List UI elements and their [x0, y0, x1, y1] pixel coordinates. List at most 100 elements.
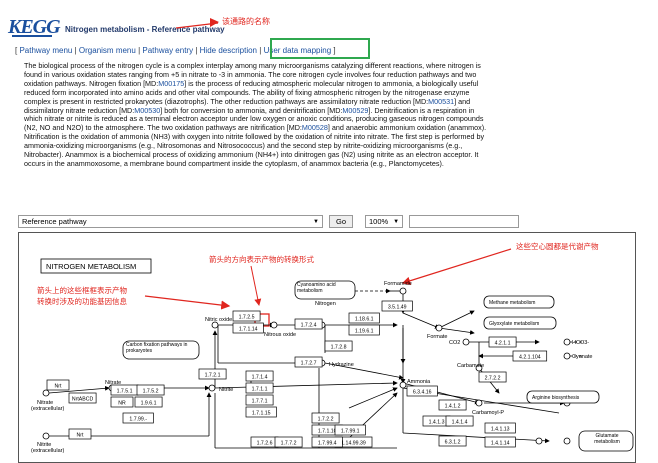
compound-node[interactable] [563, 352, 571, 360]
pathway-box-methane[interactable] [483, 295, 555, 309]
enzyme-box[interactable] [445, 415, 474, 427]
enzyme-box[interactable] [438, 435, 467, 447]
compound-carbamoyl-p[interactable]: Carbamoyl-P [472, 410, 504, 416]
compound-node[interactable] [475, 364, 483, 372]
compound-node[interactable] [270, 321, 278, 329]
enzyme-box[interactable] [311, 412, 340, 424]
compound-node[interactable] [563, 437, 571, 445]
zoom-select[interactable]: 100% ▼ [365, 215, 404, 228]
compound-node[interactable] [42, 389, 50, 397]
compound-nitrate[interactable]: Nitrate [105, 380, 121, 386]
enzyme-box[interactable] [348, 312, 380, 324]
compound-nitrous-oxide[interactable]: Nitrous oxide [264, 332, 296, 338]
nav-pathway-entry[interactable]: Pathway entry [142, 46, 194, 55]
enzyme-box[interactable] [134, 396, 163, 408]
compound-node[interactable] [42, 432, 50, 440]
enzyme-box[interactable] [245, 370, 274, 382]
enzyme-box[interactable] [232, 310, 261, 322]
enzyme-label: 2.7.2.2 [485, 375, 501, 381]
nav-hide-description[interactable]: Hide description [199, 46, 258, 55]
enzyme-box[interactable] [136, 384, 165, 396]
compound-cyanate[interactable]: Cyanate [572, 354, 593, 360]
enzyme-box[interactable] [68, 428, 92, 440]
pathway-box-cyanoamino[interactable] [294, 280, 356, 300]
enzyme-label: 1.7.2.8 [331, 344, 347, 350]
enzyme-box[interactable] [406, 385, 438, 397]
compound-ammonia[interactable]: Ammonia [407, 379, 431, 385]
enzyme-box[interactable] [484, 422, 516, 434]
enzyme-label: NR [118, 400, 126, 406]
compound-node[interactable] [211, 321, 219, 329]
enzyme-box[interactable] [334, 424, 366, 436]
enzyme-box[interactable] [68, 392, 97, 404]
enzyme-box[interactable] [438, 399, 467, 411]
enzyme-label: 1.7.99.4 [318, 440, 337, 446]
pathway-box-glutamate[interactable] [578, 430, 634, 452]
enzyme-box[interactable] [484, 436, 516, 448]
compound-hydrazine[interactable]: Hydrazine [329, 362, 354, 368]
compound-node[interactable] [475, 399, 483, 407]
compound-node[interactable] [399, 381, 407, 389]
compound-nitrogen[interactable]: Nitrogen [315, 301, 336, 307]
compound-node[interactable] [399, 287, 407, 295]
enzyme-box[interactable] [324, 340, 353, 352]
module-link[interactable]: M00528 [301, 123, 328, 133]
enzyme-label: 1.9.6.1 [141, 400, 157, 406]
description-text: [MD: [119, 105, 135, 115]
map-select[interactable]: Reference pathway ▼ [18, 215, 323, 228]
nav-sep: | [259, 46, 264, 55]
module-link[interactable]: M00529 [342, 105, 369, 115]
enzyme-label: 1.4.1.2 [445, 403, 461, 409]
module-link[interactable]: M00531 [428, 96, 455, 106]
enzyme-box[interactable] [294, 356, 323, 368]
enzyme-box[interactable] [381, 300, 413, 312]
nav-user-data-mapping[interactable]: User data mapping [263, 46, 332, 55]
enzyme-box[interactable] [245, 394, 274, 406]
compound-formate[interactable]: Formate [427, 334, 447, 340]
enzyme-box[interactable] [110, 396, 134, 408]
enzyme-box[interactable] [46, 379, 70, 391]
nav-organism-menu[interactable]: Organism menu [78, 46, 136, 55]
enzyme-box[interactable] [232, 322, 264, 334]
description-text: [MD: [143, 78, 159, 88]
compound-carbamate[interactable]: Carbamate [457, 363, 484, 369]
enzyme-box[interactable] [122, 412, 154, 424]
compound-hco3[interactable]: HCO3- [572, 340, 589, 346]
module-link[interactable]: M00530 [134, 105, 161, 115]
enzyme-box[interactable] [198, 368, 227, 380]
nav-pathway-menu[interactable]: Pathway menu [19, 46, 73, 55]
compound-extracellular: (extracellular) [31, 448, 64, 454]
compound-nitrite-ext[interactable]: Nitrite [37, 442, 51, 448]
enzyme-box[interactable] [478, 371, 507, 383]
enzyme-box[interactable] [274, 436, 303, 448]
compound-nitrite[interactable]: Nitrite [219, 387, 233, 393]
enzyme-box[interactable] [488, 336, 517, 348]
compound-node[interactable] [462, 338, 470, 346]
module-link[interactable]: M00175 [158, 78, 185, 88]
go-button[interactable]: Go [329, 215, 354, 228]
enzyme-box[interactable] [245, 406, 277, 418]
pathway-box-glyoxylate[interactable] [483, 316, 557, 330]
compound-co2[interactable]: CO2 [449, 340, 460, 346]
enzyme-box[interactable] [311, 436, 343, 448]
compound-node[interactable] [208, 384, 216, 392]
pathway-box-arginine[interactable] [526, 390, 600, 404]
enzyme-box[interactable] [245, 382, 274, 394]
compound-nitrate-ext[interactable]: Nitrate [37, 400, 53, 406]
compound-node[interactable] [535, 437, 543, 445]
enzyme-box[interactable] [294, 318, 323, 330]
enzyme-label: Nrt [55, 383, 62, 389]
enzyme-label: 4.2.1.104 [519, 354, 541, 360]
compound-node[interactable] [563, 338, 571, 346]
compound-nitric-oxide[interactable]: Nitric oxide [205, 317, 232, 323]
annotation-boxes-line2: 转换时涉及的功能基因信息 [37, 296, 127, 306]
compound-node[interactable] [435, 324, 443, 332]
pathway-box-carbon-fixation[interactable] [122, 340, 200, 360]
nav-sep: | [195, 46, 200, 55]
compound-formamide[interactable]: Formamide [384, 281, 412, 287]
enzyme-box[interactable] [512, 350, 548, 362]
search-input[interactable] [409, 215, 520, 228]
nav-bracket-close: ] [333, 46, 336, 55]
pathway-map[interactable]: NITROGEN METABOLISM 箭头的方向表示产物的转换形式 这些空心圆… [18, 232, 636, 463]
enzyme-box[interactable] [348, 324, 380, 336]
